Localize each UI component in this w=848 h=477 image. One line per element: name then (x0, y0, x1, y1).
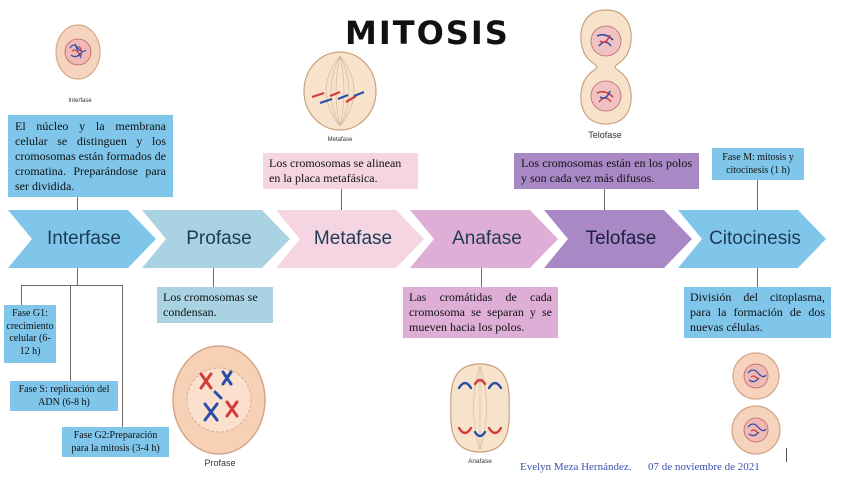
phase-label-telofase: Telofase (585, 228, 657, 249)
arrow-shape-metafase (276, 210, 424, 268)
caption-anafase: Anafase (468, 458, 492, 465)
caption-interfase: Interfase (68, 98, 92, 104)
profase-cell-image (172, 345, 266, 455)
connector-metafase (341, 188, 342, 210)
desc-anafase: Las cromátidas de cada cromosoma se sepa… (403, 287, 558, 338)
connector-profase (213, 267, 214, 287)
connector-interfase (77, 196, 78, 214)
footer-author: Evelyn Meza Hernández. (520, 461, 632, 473)
subphase-g2: Fase G2:Preparación para la mitosis (3-4… (62, 427, 169, 457)
desc-telofase: Los cromosomas están en los polos y son … (514, 153, 699, 189)
desc-metafase: Los cromosomas se alinean en la placa me… (263, 153, 418, 189)
anafase-cell-image (450, 363, 510, 453)
desc-profase: Los cromosomas se condensan. (157, 287, 273, 323)
arrow-shape-citocinesis (678, 210, 826, 268)
connector-telofase (604, 188, 605, 210)
caption-metafase: Metafase (327, 137, 353, 143)
phase-arrow-profase: Profase (142, 210, 290, 268)
phase-label-anafase: Anafase (452, 228, 522, 249)
page-title: MITOSIS (345, 14, 510, 52)
footer-mark (786, 448, 787, 462)
phase-label-metafase: Metafase (313, 228, 393, 249)
footer-date: 07 de noviembre de 2021 (648, 461, 760, 473)
subphase-s: Fase S: replicación del ADN (6-8 h) (10, 381, 118, 411)
daughter-cell-top-image (732, 352, 780, 400)
desc-interfase: El núcleo y la membrana celular se disti… (8, 115, 173, 197)
interfase-cell-image (55, 24, 101, 80)
caption-telofase: Telofase (588, 130, 622, 140)
arrow-shape-anafase (410, 210, 558, 268)
daughter-cell-bottom-image (731, 405, 781, 455)
branch-g1-v (21, 285, 22, 305)
arrow-shape-telofase (544, 210, 692, 268)
branch-main-v (77, 267, 78, 286)
phase-arrow-interfase: Interfase (8, 210, 156, 268)
metafase-cell-image (303, 51, 377, 131)
branch-g2-v (122, 285, 123, 427)
caption-profase: Profase (204, 458, 236, 468)
phase-label-profase: Profase (186, 228, 252, 249)
phase-arrow-metafase: Metafase (276, 210, 424, 268)
desc-fase-m: Fase M: mitosis y citocinesis (1 h) (712, 148, 804, 180)
arrow-shape-interfase (8, 210, 156, 268)
phase-arrow-telofase: Telofase (544, 210, 692, 268)
phase-label-interfase: Interfase (47, 228, 121, 249)
connector-citocinesis (757, 267, 758, 287)
desc-citocinesis: División del citoplasma, para la formaci… (684, 287, 831, 338)
phase-arrow-anafase: Anafase (410, 210, 558, 268)
connector-anafase (481, 267, 482, 287)
phase-label-citocinesis: Citocinesis (709, 228, 801, 249)
branch-g1 (21, 285, 123, 286)
branch-s-v (70, 285, 71, 382)
telofase-cell-image (580, 9, 632, 125)
phase-arrow-citocinesis: Citocinesis (678, 210, 826, 268)
connector-fase-m (757, 180, 758, 210)
subphase-g1: Fase G1: crecimiento celular (6-12 h) (4, 305, 56, 363)
arrow-shape-profase (142, 210, 290, 268)
